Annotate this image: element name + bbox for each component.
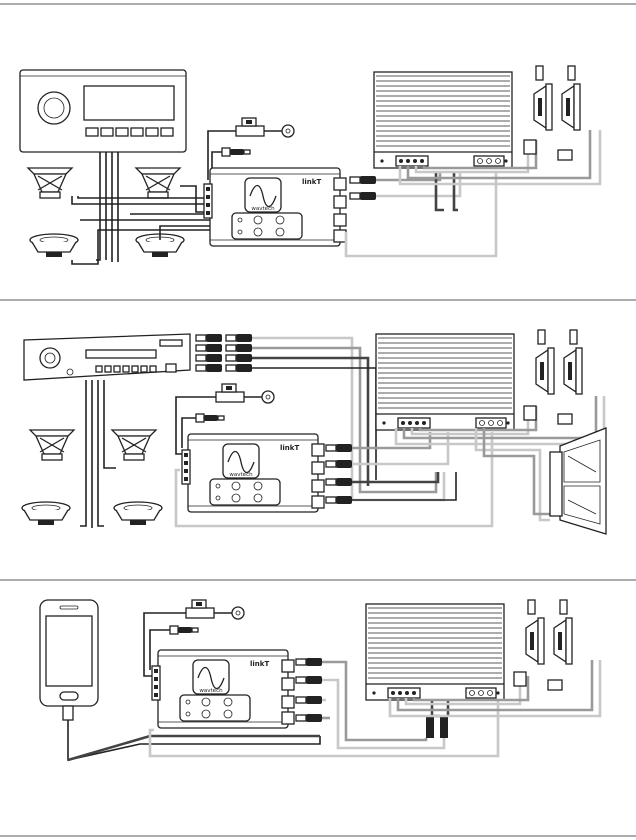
- front-right-speaker-icon: [112, 430, 156, 460]
- rca-plug-icon: [196, 354, 222, 362]
- rca-plug-icon: [226, 334, 252, 342]
- front-left-speaker-icon: [30, 430, 74, 460]
- rca-plug-icon: [296, 658, 322, 666]
- rca-plug-icon: [350, 176, 376, 184]
- rear-left-woofer-icon: [30, 234, 78, 257]
- amplifier-heatsink-icon: [374, 72, 512, 168]
- volume-knob-icon: [40, 348, 60, 368]
- rca-plug-icon: [296, 714, 322, 722]
- rca-plug-icon: [326, 460, 352, 468]
- model-label: linkT: [280, 444, 299, 452]
- rca-plug-icon: [226, 344, 252, 352]
- rca-plug-icon: [326, 478, 352, 486]
- rca-plug-icon: [440, 716, 448, 738]
- rca-plug-icon: [326, 496, 352, 504]
- linkt-module: linkT wavtech: [152, 650, 294, 728]
- component-speakers-icon: [534, 66, 580, 130]
- ground-plug-icon: [222, 148, 250, 156]
- smartphone-icon: [40, 600, 98, 706]
- logo-text: wavtech: [251, 206, 275, 212]
- logo-text: wavtech: [199, 688, 223, 694]
- logo-text: wavtech: [229, 472, 253, 478]
- rca-plug-icon: [326, 444, 352, 452]
- front-left-speaker-icon: [28, 168, 72, 198]
- rear-left-woofer-icon: [22, 502, 70, 525]
- component-speakers-icon: [536, 330, 582, 394]
- front-right-speaker-icon: [136, 168, 180, 198]
- rca-plug-icon: [226, 364, 252, 372]
- rca-plug-icon: [196, 344, 222, 352]
- amplifier-heatsink-icon: [366, 604, 504, 700]
- model-label: linkT: [302, 178, 321, 186]
- head-unit: [20, 70, 186, 152]
- ground-plug-icon: [196, 414, 224, 422]
- ground-plug-icon: [170, 626, 198, 634]
- fuse-holder-icon: [216, 384, 274, 403]
- volume-knob-icon: [38, 92, 70, 124]
- amplifier-heatsink-icon: [376, 334, 514, 430]
- rca-plug-icon: [296, 696, 322, 704]
- model-label: linkT: [250, 660, 269, 668]
- linkt-module: linkT wavtech: [182, 434, 324, 512]
- din-head-unit: [24, 334, 190, 380]
- rca-plug-icon: [196, 364, 222, 372]
- display-screen: [84, 86, 174, 120]
- rca-plug-icon: [226, 354, 252, 362]
- panel-din-head-unit: linkT wavtech: [0, 330, 636, 580]
- panel-smartphone: linkT wavtech: [0, 600, 636, 836]
- aux-plug-icon: [63, 706, 73, 720]
- rca-plug-icon: [196, 334, 222, 342]
- fuse-holder-icon: [186, 600, 244, 619]
- rca-plug-icon: [296, 676, 322, 684]
- rca-plug-icon: [350, 192, 376, 200]
- panel-head-unit-stereo: linkT wavtech: [0, 4, 636, 300]
- fuse-holder-icon: [236, 118, 294, 137]
- rca-plug-icon: [426, 716, 434, 738]
- rear-right-woofer-icon: [114, 502, 162, 525]
- component-speakers-icon: [526, 600, 572, 664]
- linkt-module: linkT wavtech: [204, 168, 346, 246]
